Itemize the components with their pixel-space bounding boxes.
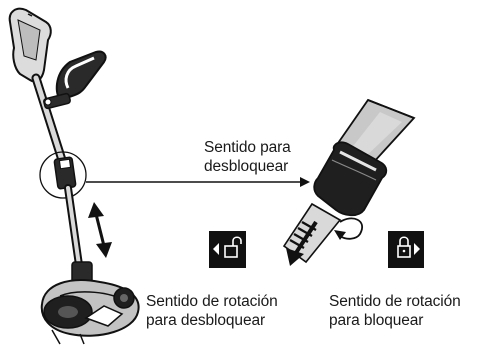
locked-padlock-icon	[388, 231, 424, 268]
rotation-lock-line2: para bloquear	[329, 312, 424, 329]
rotation-arrow	[339, 217, 363, 240]
rotation-unlock-line1: Sentido de rotación	[146, 293, 278, 310]
unlock-direction-line1: Sentido para	[204, 139, 291, 156]
rotation-unlock-label: Sentido de rotación para desbloquear	[146, 292, 278, 330]
unlock-direction-label: Sentido para desbloquear	[204, 138, 291, 176]
unlock-direction-line2: desbloquear	[204, 158, 289, 175]
string-trimmer-illustration	[8, 7, 140, 345]
telescope-arrow	[88, 202, 112, 258]
rotation-unlock-line2: para desbloquear	[146, 312, 266, 329]
collar-highlight-circle	[39, 151, 87, 199]
unlocked-padlock-icon	[209, 231, 246, 268]
trimmer-head	[40, 261, 140, 345]
rotation-lock-line1: Sentido de rotación	[329, 293, 461, 310]
zoomed-collar-illustration	[282, 98, 416, 266]
rotation-lock-label: Sentido de rotación para bloquear	[329, 292, 461, 330]
assist-handle	[43, 50, 107, 110]
